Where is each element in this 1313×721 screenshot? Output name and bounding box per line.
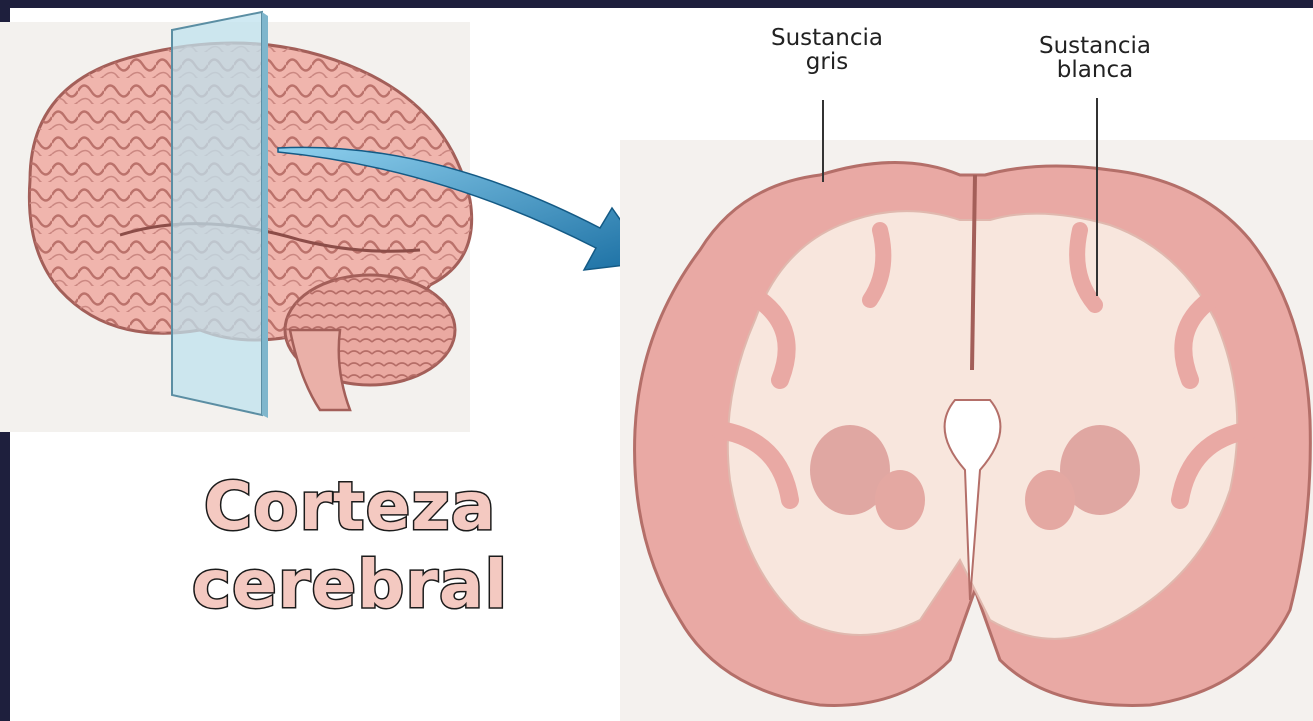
gray-matter-label: Sustancia gris [742, 26, 912, 74]
gray-matter-leader-line [822, 100, 824, 182]
coronal-section-icon [635, 163, 1311, 706]
white-matter-leader-line [1096, 98, 1098, 296]
white-matter-label-line1: Sustancia [1010, 34, 1180, 58]
gray-matter-label-line2: gris [742, 50, 912, 74]
gray-matter-label-line1: Sustancia [742, 26, 912, 50]
white-matter-label: Sustancia blanca [1010, 34, 1180, 82]
title-line-1: Corteza [150, 468, 550, 546]
title-line-2: cerebral [150, 546, 550, 624]
slide-title: Corteza cerebral [150, 468, 550, 624]
white-matter-label-line2: blanca [1010, 58, 1180, 82]
